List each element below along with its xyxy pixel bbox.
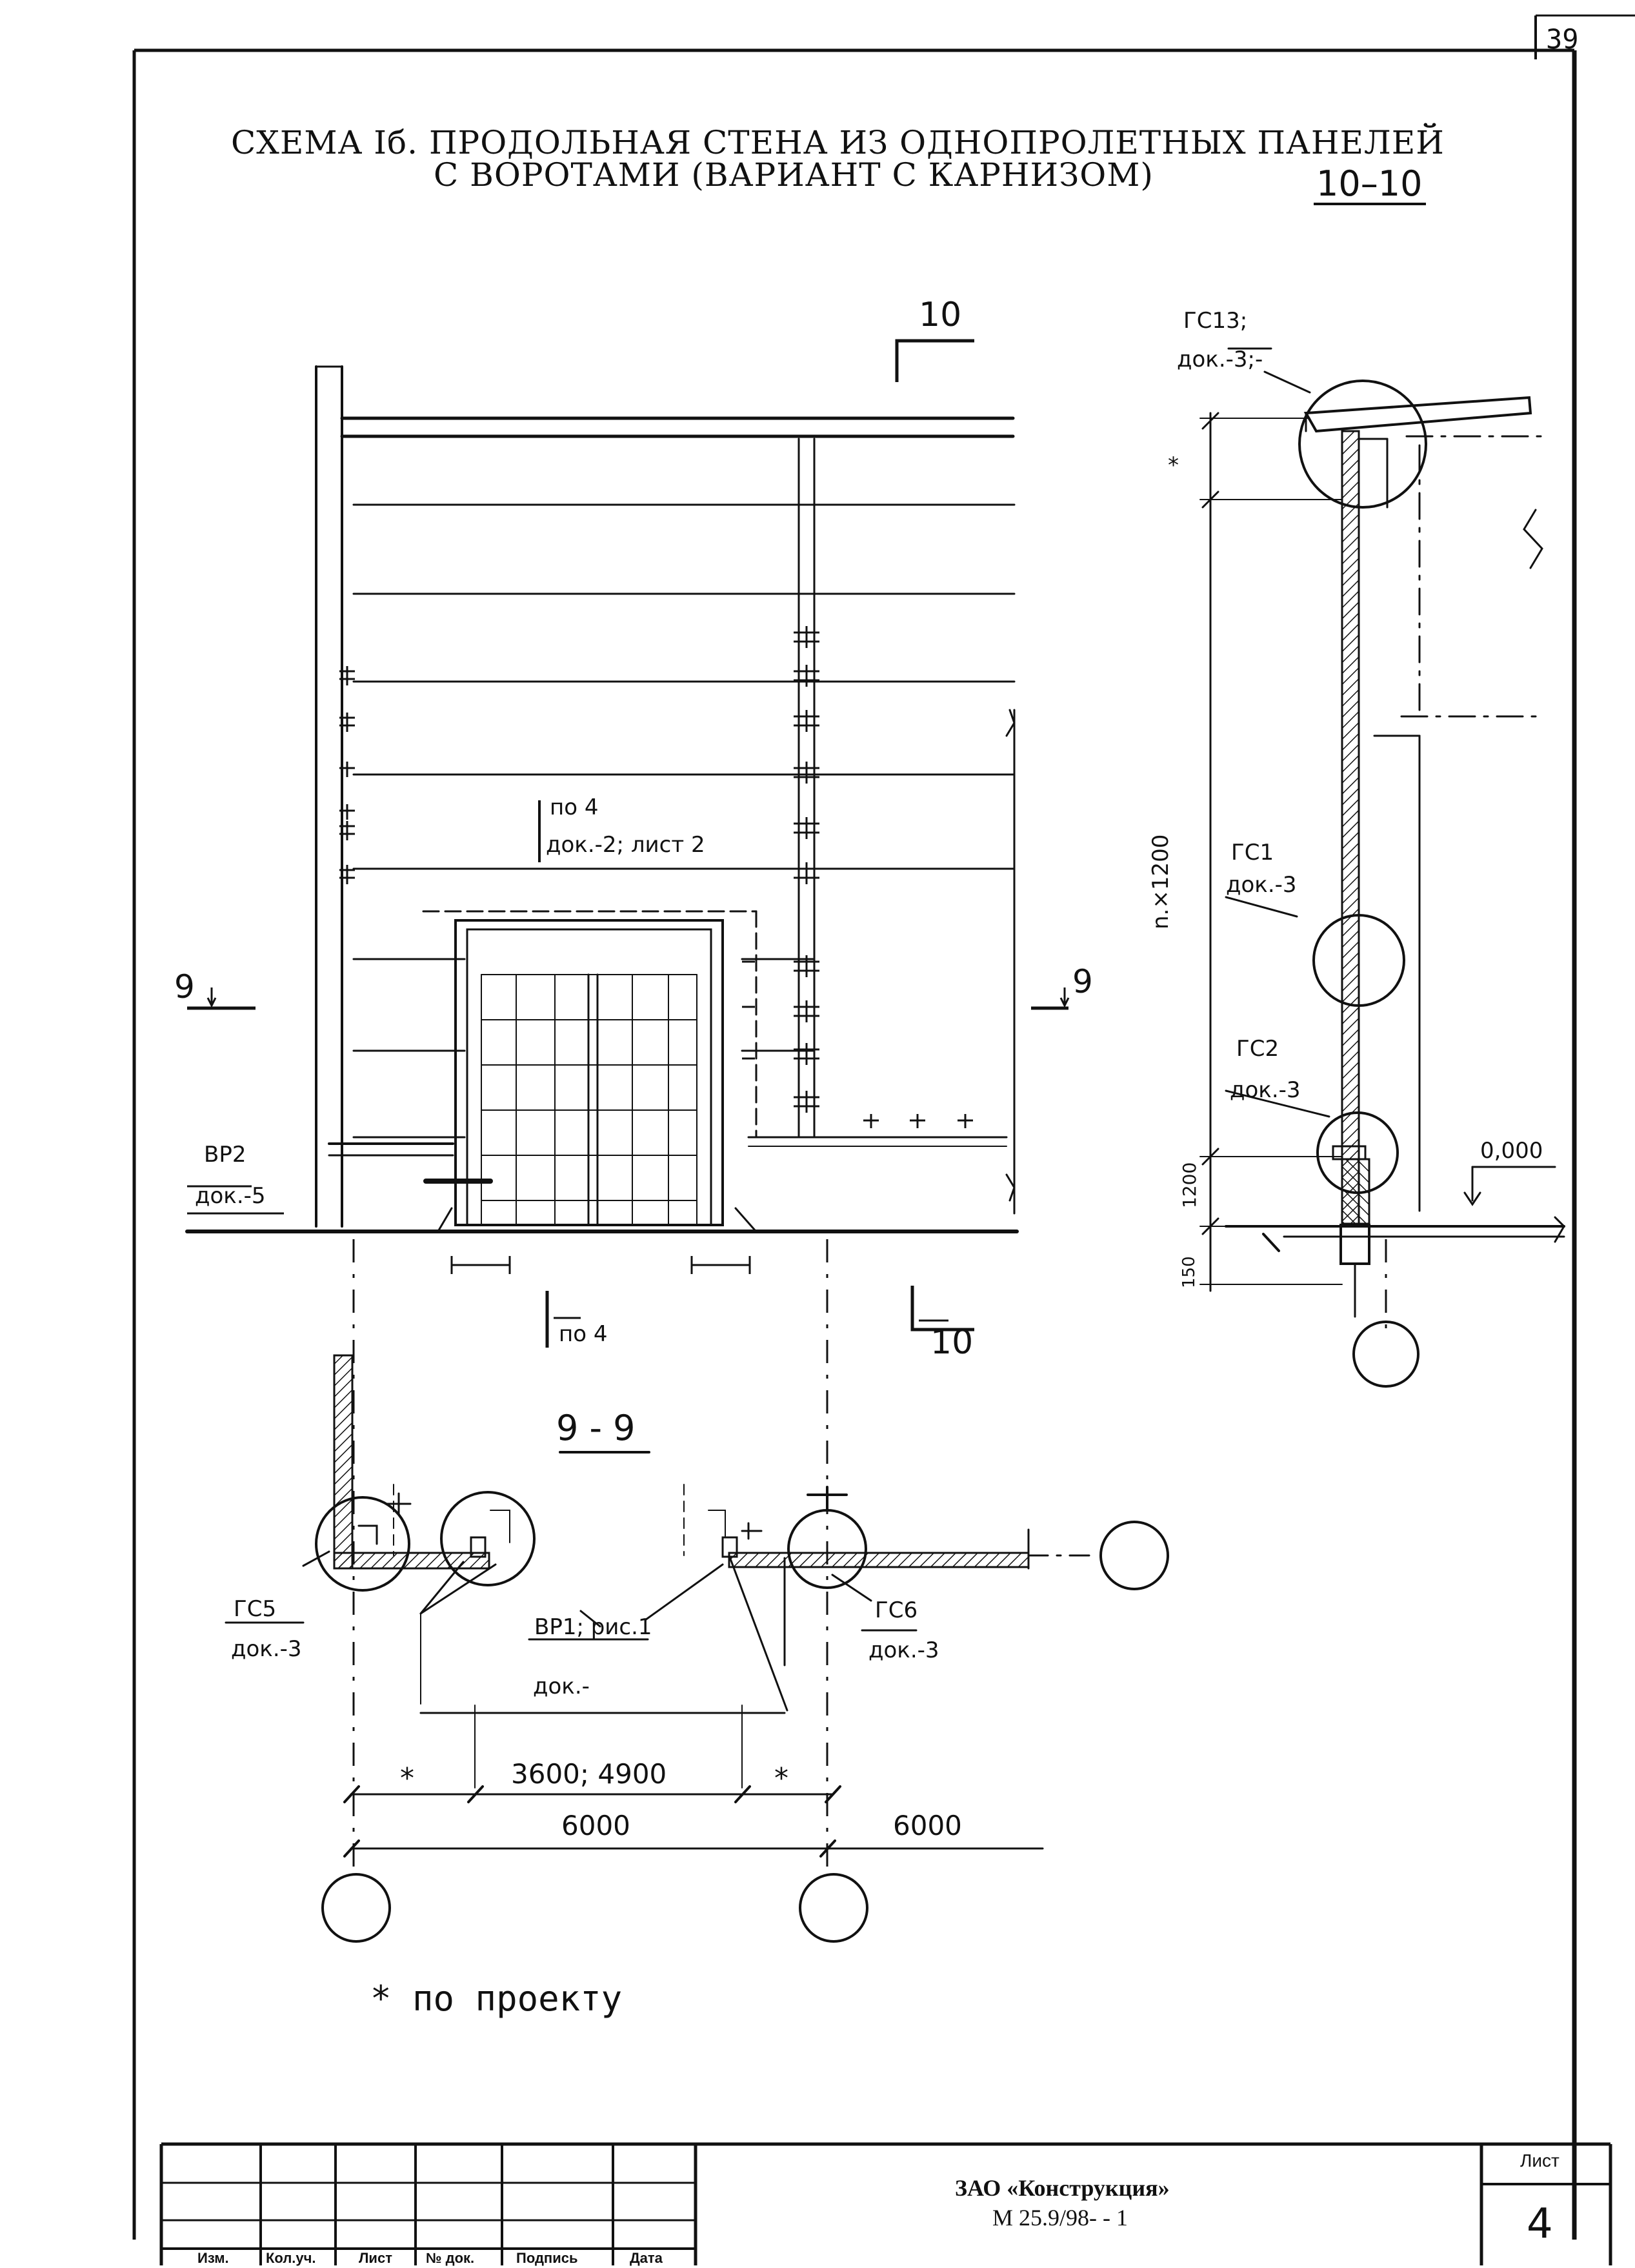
dim-star-left: * bbox=[400, 1762, 414, 1795]
drawing-title-line1: СХЕМА Iб. ПРОДОЛЬНАЯ СТЕНА ИЗ ОДНОПРОЛЕТ… bbox=[231, 124, 1445, 161]
callout-gs2-doc: док.-3 bbox=[1230, 1077, 1301, 1103]
tb-header-sign: Подпись bbox=[516, 2250, 578, 2266]
dim-opening: 3600; 4900 bbox=[511, 1758, 667, 1790]
callout-vr1-code: ВР1; рис.1 bbox=[534, 1614, 652, 1640]
tb-header-list: Лист bbox=[359, 2250, 392, 2266]
tb-header-izm: Изм. bbox=[197, 2250, 229, 2266]
callout-gs6-code: ГС6 bbox=[875, 1597, 918, 1623]
section-10-title: 10–10 bbox=[1316, 163, 1423, 204]
tb-header-date: Дата bbox=[630, 2250, 663, 2266]
callout-gs1-doc: док.-3 bbox=[1226, 872, 1297, 898]
callout-gs5-code: ГС5 bbox=[234, 1596, 277, 1622]
callout-gs6-doc: док.-3 bbox=[868, 1637, 939, 1663]
ref-po4-top-doc: док.-2; лист 2 bbox=[546, 832, 705, 858]
section-mark-9-right: 9 bbox=[1072, 963, 1093, 1000]
small-ticks bbox=[450, 1256, 751, 1274]
tb-company: ЗАО «Конструкция» bbox=[955, 2175, 1170, 2201]
dim-n-1200: n.×1200 bbox=[1148, 834, 1174, 929]
axis-bubbles-plan bbox=[321, 1521, 1169, 1943]
tb-doc-code: М 25.9/98- - 1 bbox=[992, 2205, 1128, 2231]
section-10-10 bbox=[1199, 347, 1565, 1318]
axis-bubble-section bbox=[1352, 1321, 1419, 1388]
panel-anchors bbox=[339, 626, 973, 1128]
callout-gs13-doc: док.-3;- bbox=[1177, 347, 1263, 372]
callout-gs1-code: ГС1 bbox=[1231, 840, 1274, 866]
drawing-title-line2: С ВОРОТАМИ (ВАРИАНТ С КАРНИЗОМ) bbox=[434, 156, 1154, 194]
plan-9-9 bbox=[225, 1354, 1098, 1858]
dim-star-right: * bbox=[774, 1762, 788, 1795]
dim-span-left: 6000 bbox=[561, 1810, 630, 1841]
section-mark-9-left: 9 bbox=[174, 968, 195, 1006]
dim-150: 150 bbox=[1179, 1256, 1199, 1288]
tb-sheet-number: 4 bbox=[1527, 2200, 1553, 2248]
callout-gs2-code: ГС2 bbox=[1236, 1036, 1279, 1062]
tb-header-doc: № док. bbox=[426, 2250, 475, 2266]
section-mark-10-bottom: 10 bbox=[930, 1323, 974, 1362]
section-mark-10-top: 10 bbox=[919, 296, 962, 334]
ref-po4-top: по 4 bbox=[550, 795, 599, 820]
callout-gs13-code: ГС13; bbox=[1183, 308, 1248, 334]
tb-sheet-label: Лист bbox=[1520, 2151, 1560, 2171]
dim-1200: 1200 bbox=[1179, 1162, 1200, 1208]
callout-vr1-doc: док.- bbox=[533, 1674, 590, 1699]
sheet-frame bbox=[132, 14, 1635, 2240]
level-mark: 0,000 bbox=[1480, 1138, 1543, 1164]
plan-9-9-title: 9 - 9 bbox=[556, 1408, 636, 1448]
dim-span-right: 6000 bbox=[893, 1810, 962, 1841]
page-number: 39 bbox=[1546, 23, 1579, 55]
section-marks bbox=[187, 339, 1070, 1348]
ref-vr2-doc: док.-5 bbox=[195, 1183, 266, 1209]
footnote: * по проекту bbox=[370, 1978, 623, 2019]
wall-elevation bbox=[185, 365, 1019, 1233]
tb-header-kol: Кол.уч. bbox=[266, 2250, 316, 2266]
ref-po4-bottom: по 4 bbox=[559, 1321, 608, 1347]
ref-vr2: ВР2 bbox=[204, 1142, 246, 1168]
title-block bbox=[159, 2142, 1612, 2265]
dim-star-section: * bbox=[1168, 452, 1179, 478]
callout-gs5-doc: док.-3 bbox=[231, 1636, 302, 1662]
